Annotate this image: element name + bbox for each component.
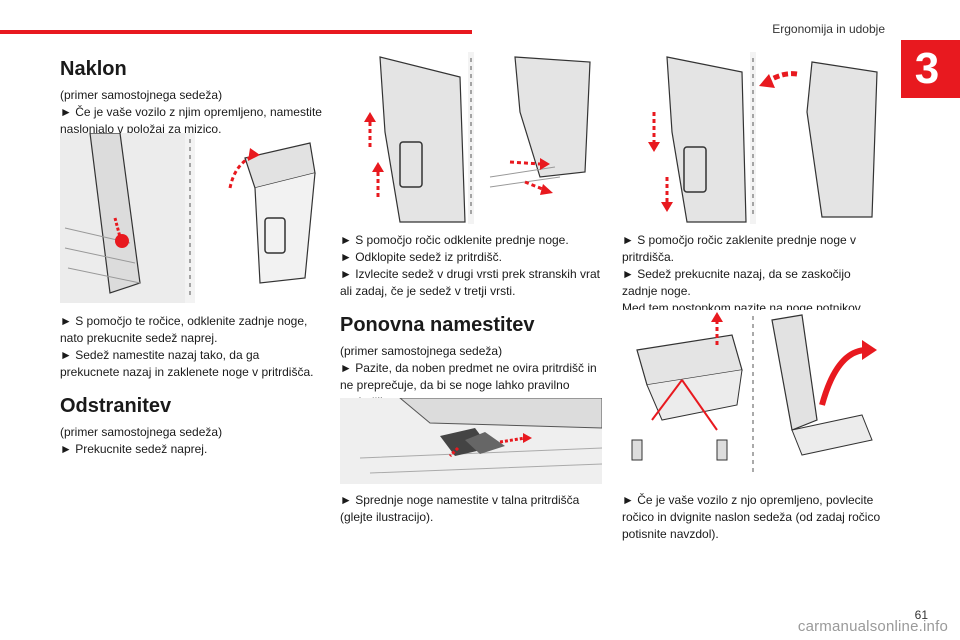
step-raise-backrest: ► Če je vaše vozilo z njo opremljeno, po…: [622, 493, 881, 541]
column-3-upper: ► S pomočjo ročic zaklenite prednje noge…: [622, 232, 884, 317]
figure-remove-seat: [340, 52, 602, 224]
step-place-front-legs: ► Sprednje noge namestite v talna pritrd…: [340, 493, 580, 524]
column-3-lower: ► Če je vaše vozilo z njo opremljeno, po…: [622, 492, 884, 543]
column-2-upper: ► S pomočjo ročic odklenite prednje noge…: [340, 232, 602, 411]
intro-odstranitev: (primer samostojnega sedeža): [60, 425, 223, 439]
illustration-remove: [340, 52, 602, 224]
column-2-lower: ► Sprednje noge namestite v talna pritrd…: [340, 492, 602, 526]
step-tilt-forward: ► Prekucnite sedež naprej.: [60, 442, 208, 456]
figure-tilt-seat: [60, 133, 320, 303]
step-naklon: ► Če je vaše vozilo z njim opremljeno, n…: [60, 105, 322, 136]
illustration-tilt: [60, 133, 320, 303]
figure-raise-backrest: [622, 310, 884, 482]
illustration-anchors: [340, 398, 602, 484]
step-unlock-rear-legs: ► S pomočjo te ročice, odklenite zadnje …: [60, 314, 308, 345]
figure-front-legs-anchors: [340, 398, 602, 484]
header-accent-bar: [0, 30, 472, 34]
figure-lock-legs: [622, 52, 884, 224]
heading-ponovna-namestitev: Ponovna namestitev: [340, 314, 535, 336]
step-lock-front-legs: ► S pomočjo ročic zaklenite prednje noge…: [622, 233, 856, 264]
column-1: Naklon (primer samostojnega sedeža) ► Če…: [60, 58, 322, 138]
step-unlock-front-legs: ► S pomočjo ročic odklenite prednje noge…: [340, 233, 569, 247]
intro-naklon: (primer samostojnega sedeža): [60, 88, 223, 102]
step-pull-out-seat: ► Izvlecite sedež v drugi vrsti prek str…: [340, 267, 600, 298]
section-title: Ergonomija in udobje: [772, 22, 885, 36]
page-number: 61: [914, 608, 928, 622]
illustration-lock-legs: [622, 52, 884, 224]
heading-odstranitev: Odstranitev: [60, 395, 172, 417]
step-reinstall-seat: ► Sedež namestite nazaj tako, da ga prek…: [60, 348, 314, 379]
chapter-number: 3: [914, 44, 940, 93]
step-detach-seat: ► Odklopite sedež iz pritrdišč.: [340, 250, 502, 264]
step-tilt-back: ► Sedež prekucnite nazaj, da se zaskočij…: [622, 267, 851, 298]
chapter-tab: 3: [901, 40, 960, 98]
column-1-lower: ► S pomočjo te ročice, odklenite zadnje …: [60, 313, 322, 458]
intro-ponovna-namestitev: (primer samostojnega sedeža): [340, 344, 503, 358]
illustration-raise-backrest: [622, 310, 884, 482]
heading-naklon: Naklon: [60, 58, 127, 80]
watermark: carmanualsonline.info: [797, 618, 948, 635]
